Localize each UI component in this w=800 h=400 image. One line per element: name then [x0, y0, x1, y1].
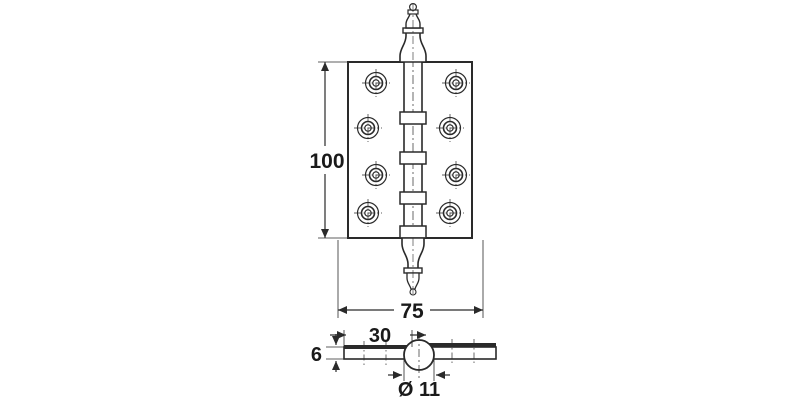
top-finial — [399, 2, 427, 63]
screw-hole — [436, 199, 464, 227]
knuckle-band — [399, 111, 427, 125]
screw-hole — [442, 161, 470, 189]
bottom-finial — [401, 237, 425, 296]
knuckle-band — [399, 151, 427, 165]
dimension-label-75: 75 — [400, 300, 424, 323]
hinge-barrel — [399, 51, 427, 248]
screw-hole — [354, 114, 382, 142]
screw-hole — [442, 69, 470, 97]
dimension-pin-diameter-11: Ø 11 — [388, 358, 450, 400]
dimension-height-100: 100 — [309, 61, 352, 239]
screw-hole-group — [354, 69, 470, 227]
front-elevation-view — [347, 2, 473, 296]
dimension-text-backdrop — [312, 146, 342, 174]
screw-hole — [354, 199, 382, 227]
dimension-label-6: 6 — [311, 344, 322, 366]
section-right-leaf — [425, 346, 497, 360]
side-section-view — [343, 333, 497, 378]
dimension-width-75: 75 — [337, 240, 484, 323]
knuckle-band — [399, 191, 427, 205]
screw-hole — [362, 161, 390, 189]
dimension-label-pin-diameter: Ø 11 — [398, 379, 440, 400]
dimension-label-30: 30 — [369, 325, 391, 347]
screw-hole — [436, 114, 464, 142]
dimension-leaf-width-30: 30 — [330, 325, 426, 349]
dimension-thickness-6: 6 — [311, 334, 346, 372]
knuckle-band — [399, 225, 427, 239]
dimension-text-backdrop — [394, 296, 430, 322]
screw-hole — [362, 69, 390, 97]
dimension-label-100: 100 — [309, 150, 344, 173]
